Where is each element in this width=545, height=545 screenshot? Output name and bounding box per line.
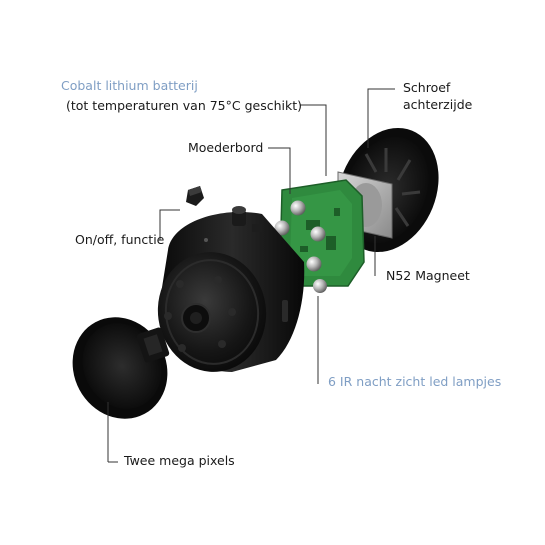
label-onoff: On/off, functie [75,232,165,247]
label-megapixels: Twee mega pixels [124,453,235,468]
label-screw-line1: Schroef [403,80,451,95]
label-motherboard: Moederbord [188,140,264,155]
switch-knob [186,186,204,206]
label-temperature: (tot temperaturen van 75°C geschikt) [66,98,302,113]
label-cobalt-battery: Cobalt lithium batterij [61,78,198,93]
label-ir-leds: 6 IR nacht zicht led lampjes [328,374,502,389]
label-screw-back: Schroef achterzijde [403,79,472,113]
power-button [232,206,262,232]
label-screw-line2: achterzijde [403,97,473,112]
label-magnet: N52 Magneet [386,268,470,283]
leader-lines [107,88,395,463]
front-mount-disc [72,317,170,419]
camera-body [157,211,305,372]
